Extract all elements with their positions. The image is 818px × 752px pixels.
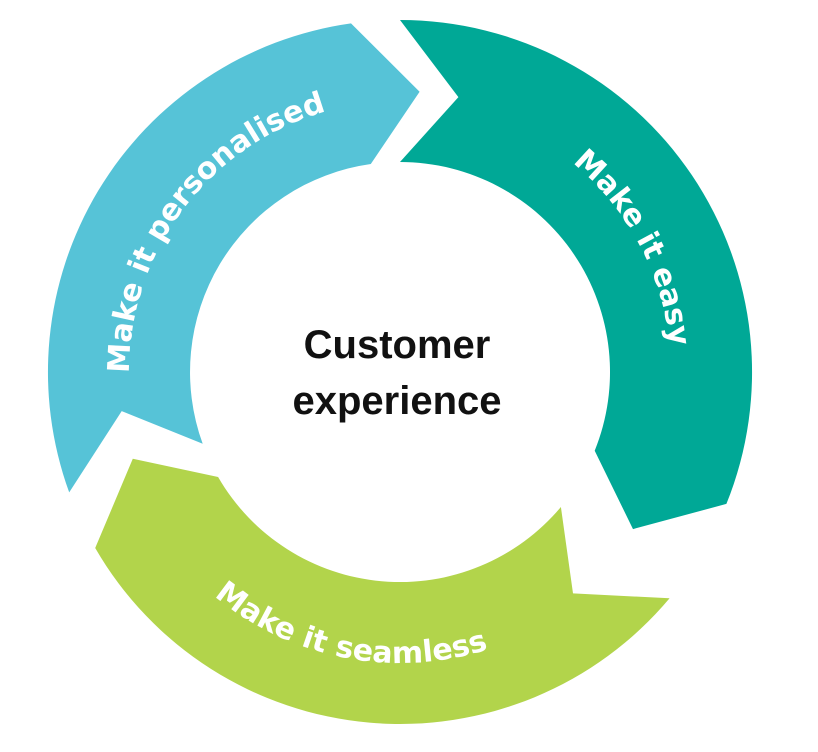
segment-arrow-personalised [47, 23, 420, 493]
segment-arrow-seamless [95, 458, 670, 724]
segment-arrow-easy [400, 19, 753, 530]
center-title-line1: Customer [304, 323, 491, 367]
center-title-line2: experience [292, 379, 501, 423]
